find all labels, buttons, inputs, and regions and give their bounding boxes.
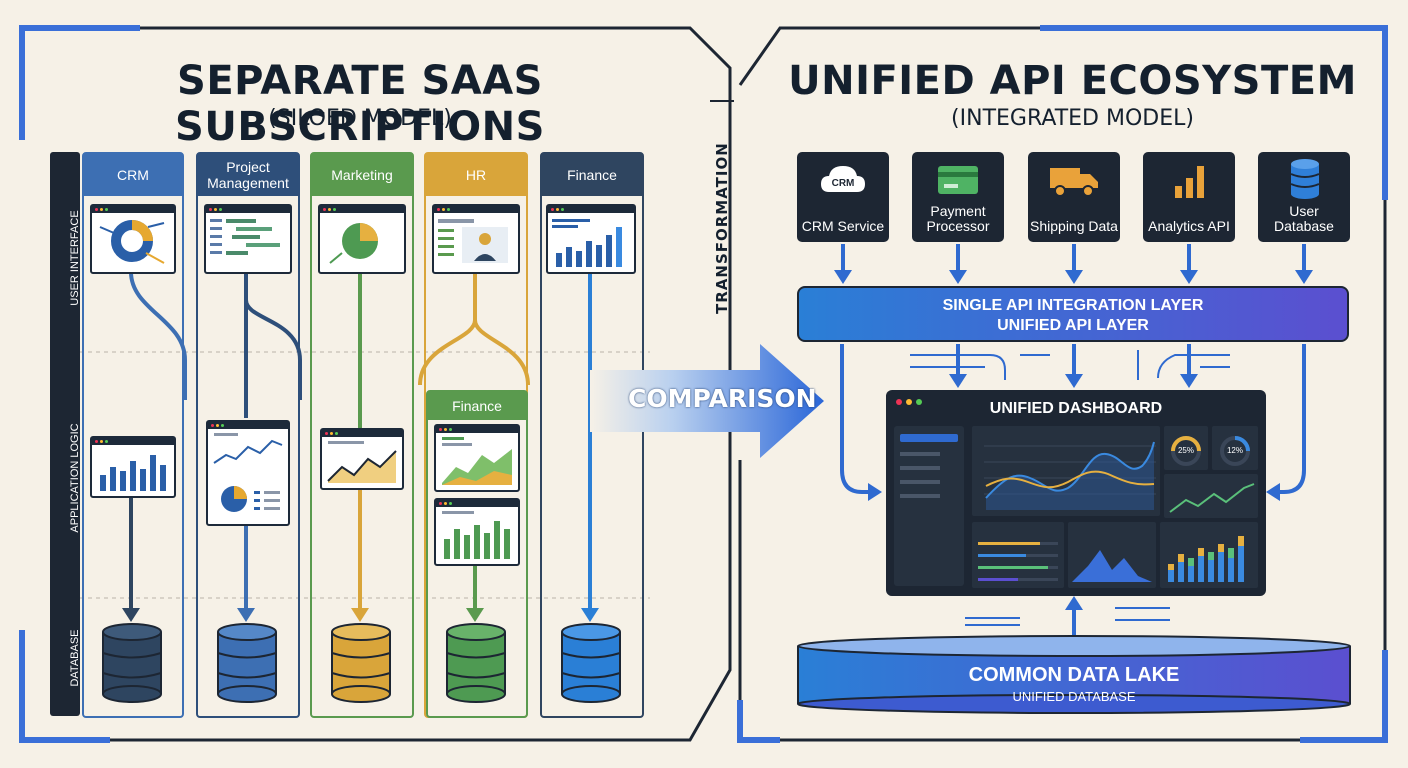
marketing-ui-window [318,204,406,274]
window-controls [896,399,922,405]
api-integration-layer: SINGLE API INTEGRATION LAYER UNIFIED API… [797,286,1349,342]
stacked-bar-widget [1160,522,1258,588]
crm-logic-window [90,436,176,498]
column-header-crm: CRM [84,154,182,196]
cloud-crm-icon: CRM [821,166,865,192]
area-chart-icon [442,437,512,485]
gauge2-value: 12% [1226,446,1243,455]
finance-ui-window [546,204,636,274]
credit-card-icon [938,166,978,194]
profile-icon [438,219,508,263]
gauge1-value: 25% [1177,446,1194,455]
service-user-database: User Database [1258,152,1350,242]
area-widget [1068,522,1156,588]
trend-chart [1164,474,1258,518]
data-lake-title: COMMON DATA LAKE [968,664,1180,686]
layer-sidebar: USER INTERFACE APPLICATION LOGIC DATABAS… [50,152,81,716]
service-label-analytics: Analytics API [1148,218,1230,234]
bar-chart-icon [442,511,510,559]
column-header-finance: Finance [542,154,642,196]
service-analytics: Analytics API [1143,152,1235,242]
database-icon-crm [102,623,162,703]
column-header-marketing: Marketing [312,154,412,196]
right-title: UNIFIED API ECOSYSTEM [788,58,1357,104]
database-icon-finance [561,623,621,703]
hr-finance-report-window [434,498,520,566]
database-icon-marketing [331,623,391,703]
right-subtitle: (INTEGRATED MODEL) [951,106,1194,131]
gauge-25 [1164,426,1208,470]
data-lake-subtitle: UNIFIED DATABASE [1012,689,1136,704]
gauge-12 [1212,426,1258,470]
left-subtitle: (SILOED MODEL) [268,106,452,131]
pm-logic-window [206,420,290,526]
dashboard-line-chart [972,426,1160,516]
truck-icon [1050,168,1098,197]
service-crm: CRM CRM Service [797,152,889,242]
api-layer-line1: SINGLE API INTEGRATION LAYER [942,297,1204,314]
crm-ui-window [90,204,176,274]
gantt-chart-icon [210,219,280,255]
comparison-label: COMPARISON [628,384,817,413]
bar-chart-icon [100,455,166,491]
hr-ui-window [432,204,520,274]
left-title: SEPARATE SAAS SUBSCRIPTIONS [175,58,545,150]
column-header-project-management: Project Management [198,154,298,196]
column-crm: CRM [82,152,184,718]
area-chart-icon [327,441,397,483]
service-label-user-database: User Database [1274,203,1334,234]
service-shipping: Shipping Data [1028,152,1120,242]
bar-chart-icon [552,219,622,267]
marketing-logic-window [320,428,404,490]
service-label-crm: CRM Service [801,218,885,234]
kpi-progress-widget [972,522,1064,588]
unified-dashboard: UNIFIED DASHBOARD 25% 12% [886,390,1266,596]
database-icon-hr [446,623,506,703]
hr-finance-header: Finance [428,392,526,420]
bar-chart-icon [1175,166,1204,198]
column-project-management: Project Management [196,152,300,718]
pm-ui-window [204,204,292,274]
column-finance: Finance [540,152,644,718]
service-label-shipping: Shipping Data [1030,218,1118,234]
dashboard-sidebar [894,426,964,586]
service-label-payment: Payment Processor [926,203,990,234]
svg-text:CRM: CRM [832,178,855,189]
api-layer-line2: UNIFIED API LAYER [997,317,1149,334]
donut-chart-icon [99,220,165,264]
hr-finance-box: Finance [426,390,528,718]
divider-tick [710,100,734,102]
column-marketing: Marketing [310,152,414,718]
service-payment: Payment Processor [912,152,1004,242]
pie-chart-icon [329,223,378,264]
comparison-arrow [590,344,824,458]
column-header-hr: HR [426,154,526,196]
line-and-pie-chart-icon [213,433,283,512]
dashboard-title: UNIFIED DASHBOARD [989,400,1163,417]
database-icon [1290,159,1320,199]
hr-finance-logic-window [434,424,520,492]
database-icon-project-management [217,623,277,703]
